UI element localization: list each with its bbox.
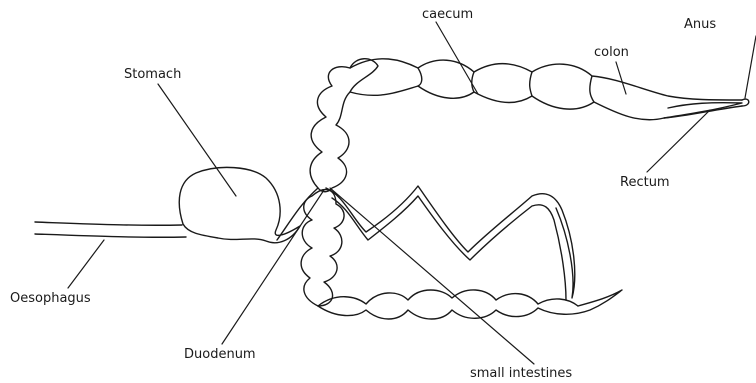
oesophagus-leader [68, 240, 104, 288]
caecum-leader [436, 22, 478, 94]
duodenum-leader [222, 190, 324, 344]
colon-leader [616, 62, 626, 94]
caecum-label: caecum [422, 7, 473, 22]
stomach-leader [158, 84, 236, 196]
anus [742, 99, 749, 106]
oesophagus-label: Oesophagus [10, 291, 91, 306]
stomach-label: Stomach [124, 67, 181, 82]
rectum-label: Rectum [620, 175, 670, 190]
colon-label: colon [594, 45, 629, 60]
anus-leader [745, 36, 756, 98]
colon [350, 59, 742, 120]
duodenum-label: Duodenum [184, 347, 256, 362]
oesophagus [35, 222, 186, 237]
small-intestines [301, 186, 622, 319]
stomach [179, 167, 300, 242]
small-intestines-label: small intestines [470, 366, 572, 381]
caecum [310, 59, 378, 192]
rectum [664, 103, 742, 118]
anus-label: Anus [684, 17, 716, 32]
